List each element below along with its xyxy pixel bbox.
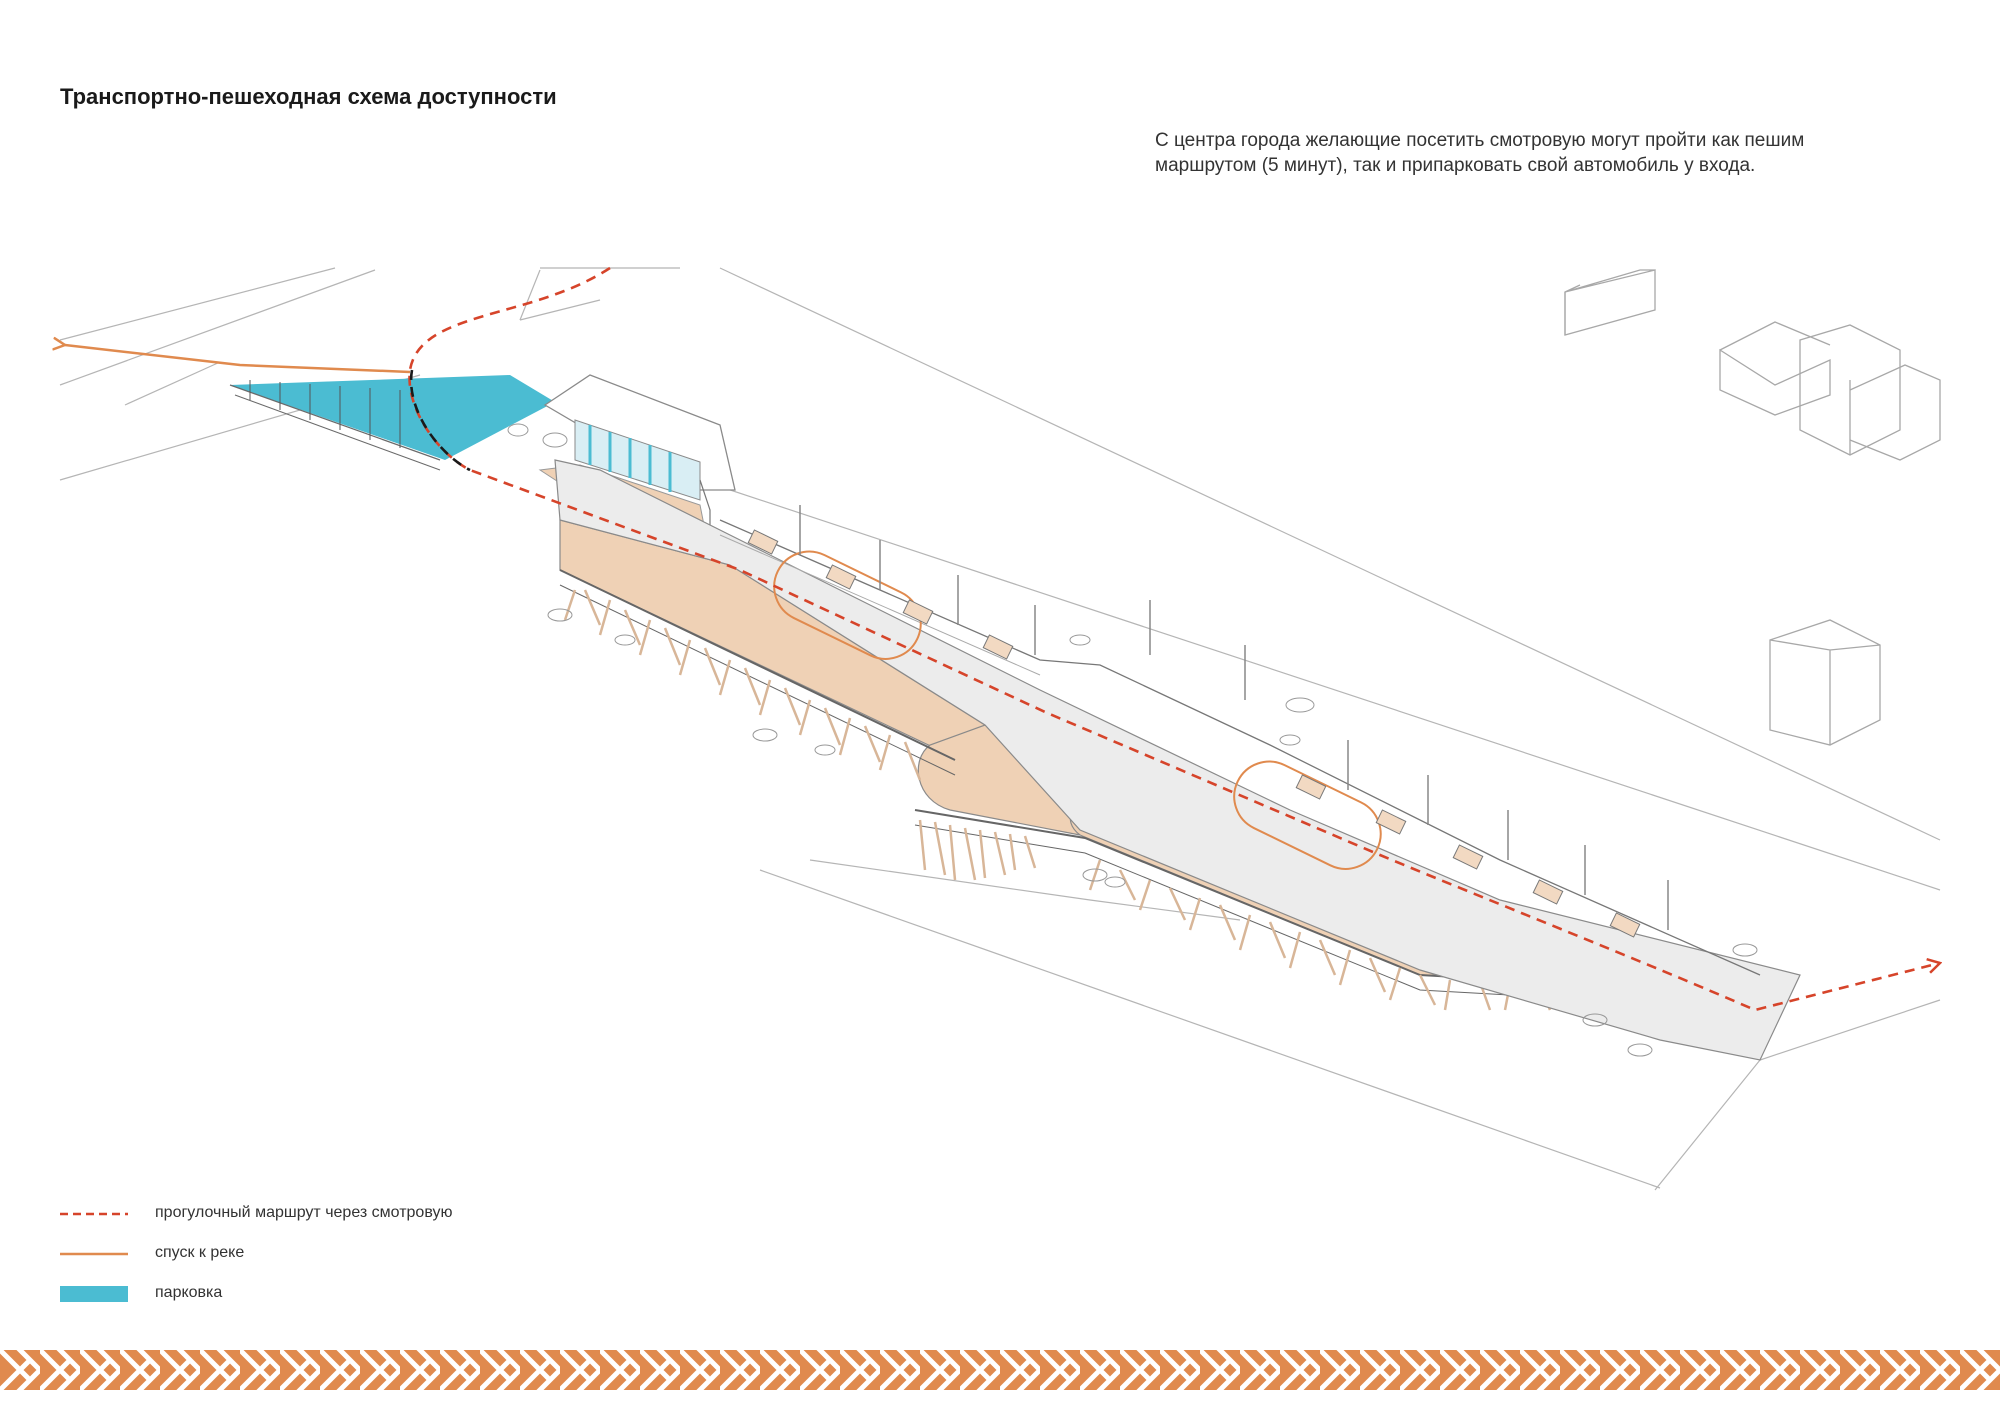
legend-label: прогулочный маршрут через смотровую: [155, 1204, 453, 1221]
walking-route-in-parking: [409, 369, 471, 472]
lamp-posts: [799, 505, 1669, 930]
description-line-2: маршрутом (5 минут), так и припарковать …: [1155, 155, 1756, 176]
orange-line-icon: [60, 1252, 128, 1256]
background-buildings: [1564, 269, 1941, 746]
rocks: [507, 423, 1758, 1057]
legend-label: парковка: [155, 1284, 223, 1301]
description-line-1: С центра города желающие посетить смотро…: [1155, 130, 1805, 151]
paved-promenade: [554, 459, 1801, 1061]
parking-area: [229, 375, 555, 471]
river-descent-route: [65, 345, 411, 374]
cyan-rectangle-icon: [60, 1286, 128, 1302]
street-furniture: [747, 529, 1641, 938]
stilts: [563, 589, 1552, 1011]
ornament-band: [0, 1350, 2000, 1390]
walking-route-line: [408, 266, 1940, 1012]
legend-label: спуск к реке: [155, 1244, 245, 1261]
description-text: С центра города желающие посетить смотро…: [1155, 128, 1945, 178]
red-dashed-line-icon: [60, 1212, 128, 1216]
page-title: Транспортно-пешеходная схема доступности: [60, 84, 557, 109]
